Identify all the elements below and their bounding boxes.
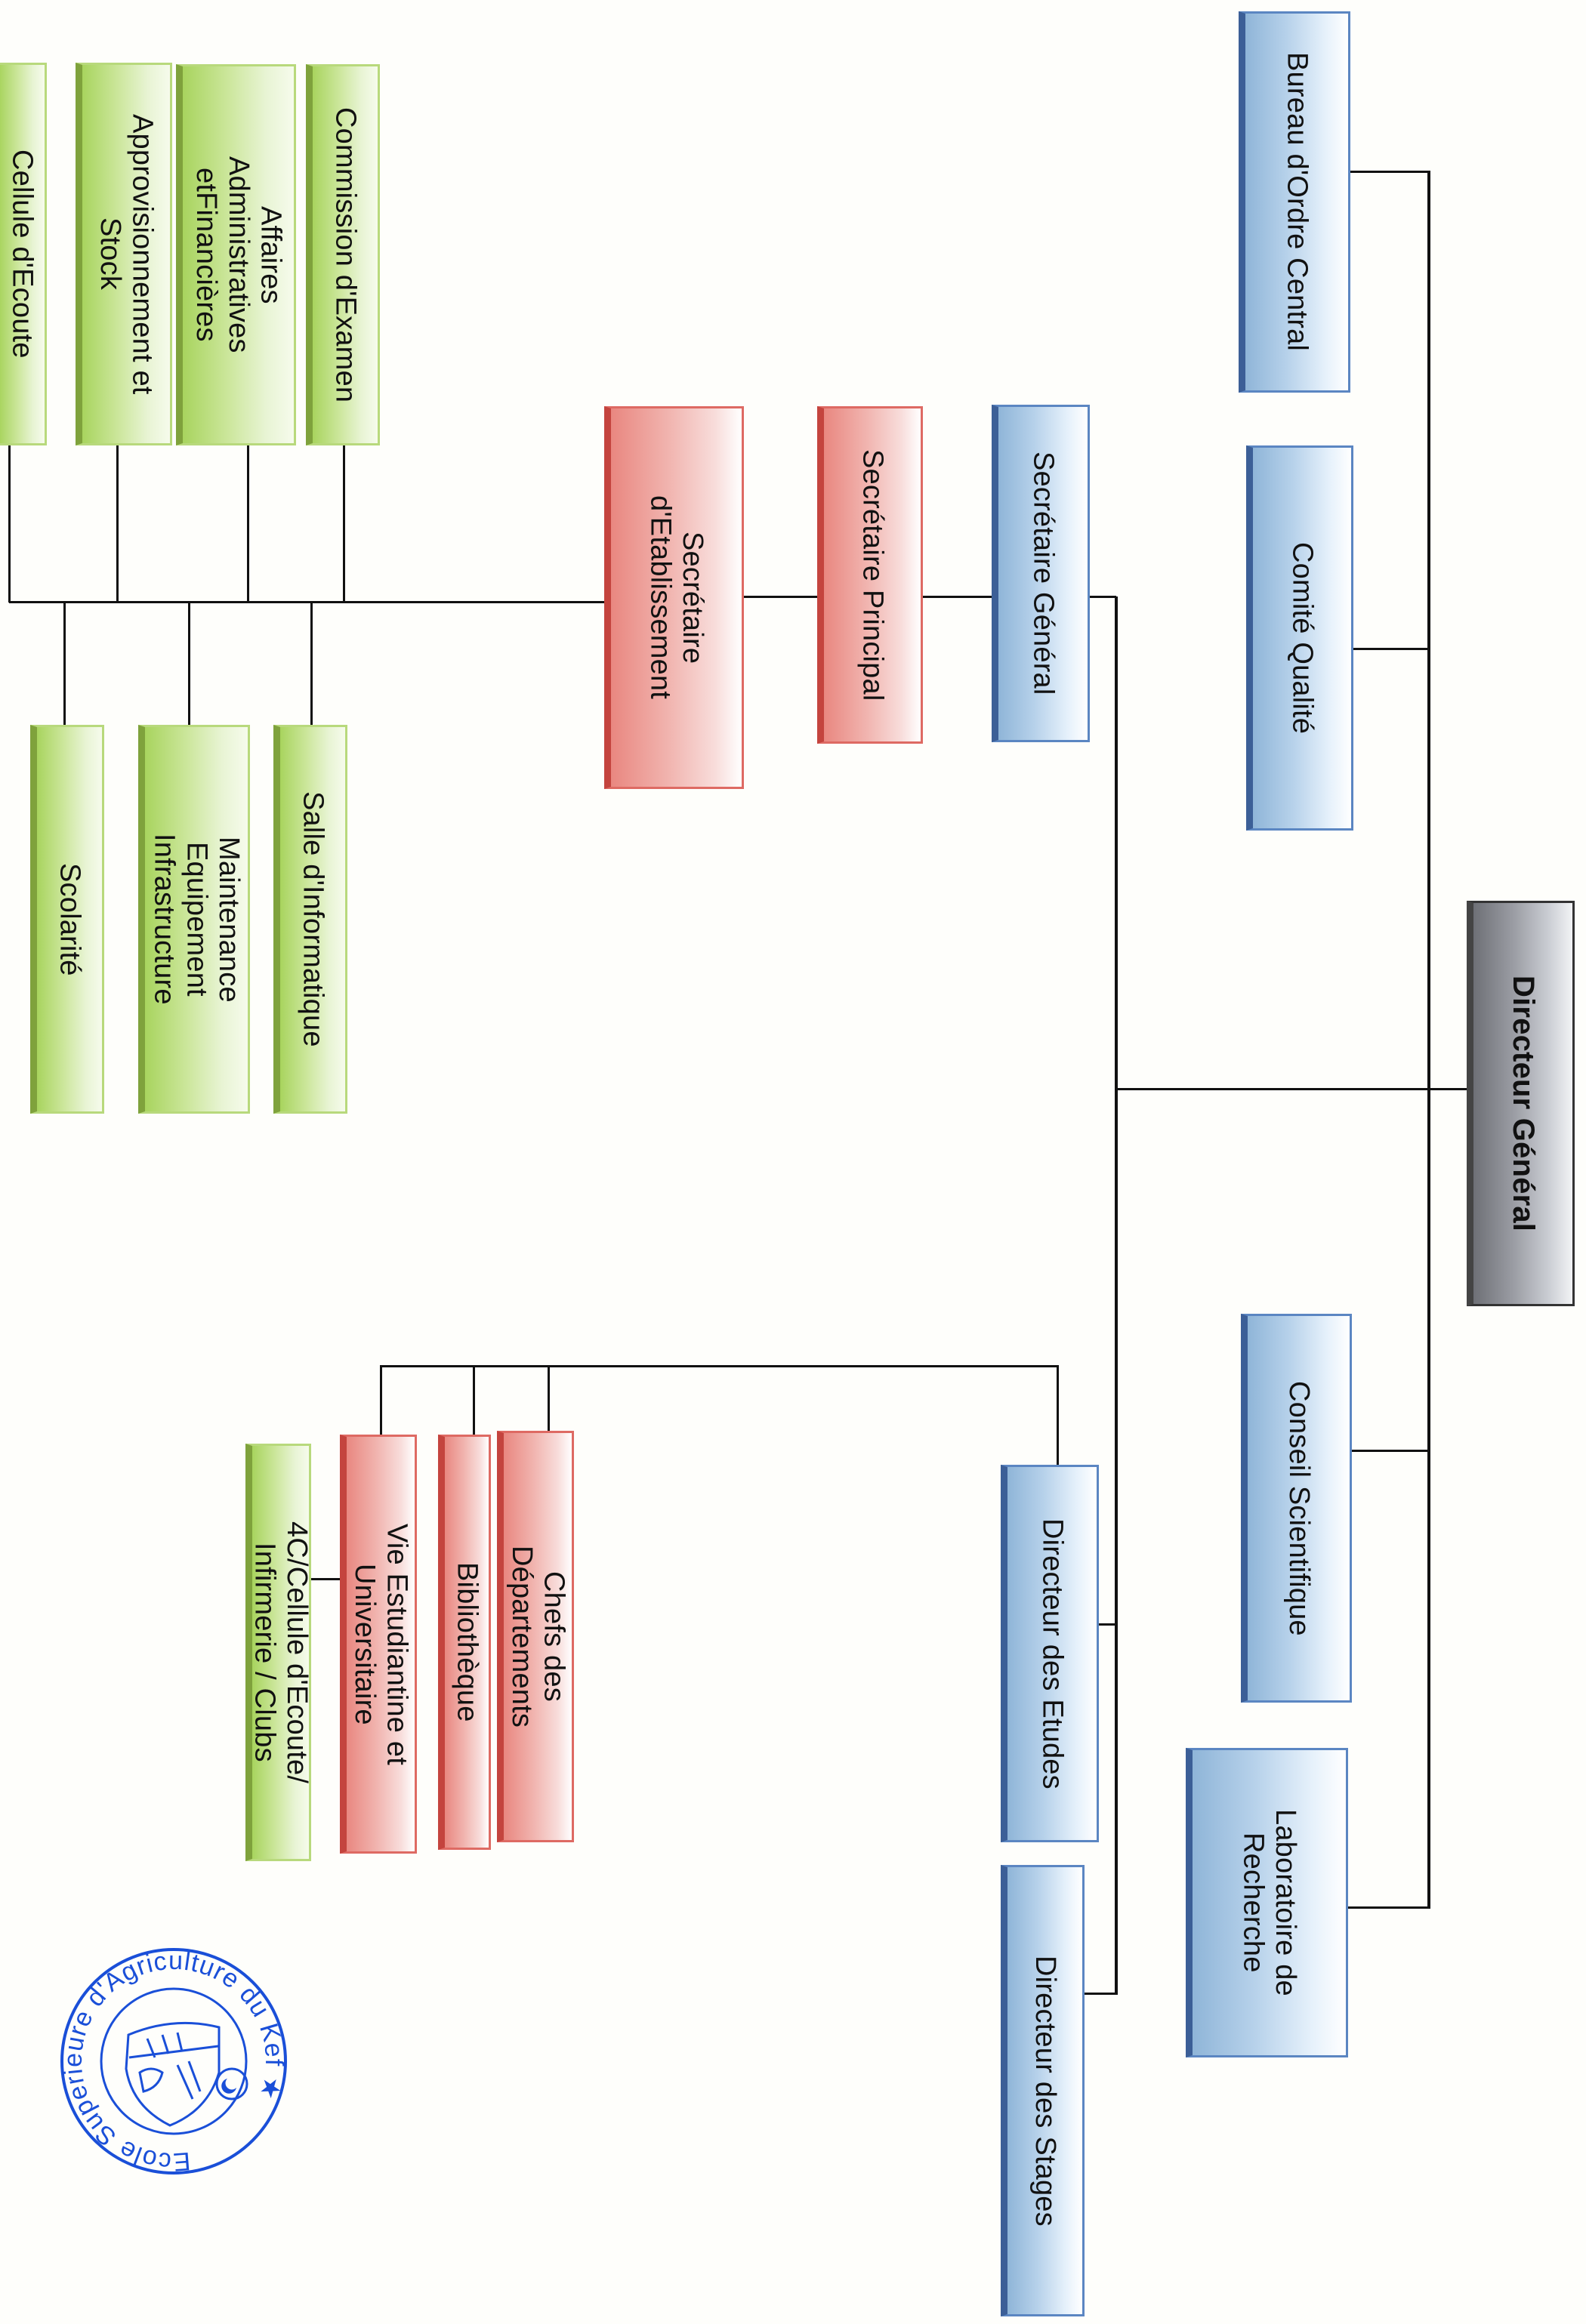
stamp-outer-ring	[60, 1948, 287, 2175]
node-label: 4C/Cellule d'Ecoute/ Infirmerie / Clubs	[248, 1521, 311, 1784]
connector-appro	[116, 445, 119, 603]
node-label: Secrétaire Principal	[856, 448, 889, 701]
node-directeur-general[interactable]: Directeur Général	[1467, 901, 1575, 1306]
connector-etudes	[1099, 1623, 1116, 1626]
node-secretaire-etablissement[interactable]: Secrétaire d'Etablissement	[604, 406, 744, 789]
node-label: Approvisionnement et Stock	[94, 113, 159, 395]
connector-commission	[343, 445, 345, 603]
connector-comite	[1353, 648, 1429, 650]
node-directeur-etudes[interactable]: Directeur des Etudes	[1001, 1465, 1099, 1842]
node-label: Bibliothèque	[451, 1562, 483, 1722]
node-vie-estudiantine[interactable]: Vie Estudiantine et Universitaire	[340, 1435, 417, 1854]
node-scolarite[interactable]: Scolarité	[30, 725, 104, 1114]
node-commission-examen[interactable]: Commission d'Examen	[306, 64, 380, 445]
node-label: Vie Estudiantine et Universitaire	[349, 1523, 413, 1765]
connector-sp-se	[744, 596, 817, 598]
node-label: Affaires Administratives etFinancières	[190, 156, 287, 353]
connector-dg	[1116, 1088, 1468, 1090]
connector-middle-spine	[1115, 596, 1118, 1995]
node-label: Commission d'Examen	[329, 106, 362, 403]
connector-conseil	[1352, 1450, 1429, 1452]
node-conseil-scientifique[interactable]: Conseil Scientifique	[1241, 1314, 1352, 1703]
connector-bureau	[1350, 171, 1429, 173]
connector-etudes-drop	[1057, 1365, 1059, 1466]
node-affaires-admin[interactable]: Affaires Administratives etFinancières	[176, 64, 296, 445]
node-label: Secrétaire Général	[1027, 452, 1060, 695]
node-label: Directeur des Stages	[1029, 1955, 1061, 2227]
node-label: Salle d'Informatique	[297, 791, 329, 1047]
node-secretaire-general[interactable]: Secrétaire Général	[992, 405, 1090, 742]
node-label: Laboratoire de Recherche	[1237, 1809, 1302, 1996]
node-chefs-departements[interactable]: Chefs des Départements	[497, 1431, 574, 1842]
node-directeur-stages[interactable]: Directeur des Stages	[1001, 1865, 1085, 2316]
node-label: Scolarité	[54, 862, 86, 976]
connector-vie-4c	[311, 1578, 341, 1580]
official-stamp: Ecole Superieure d'Agriculture du Kef ★	[57, 1944, 291, 2178]
connector-right-spine	[1427, 171, 1430, 1909]
node-laboratoire[interactable]: Laboratoire de Recherche	[1186, 1748, 1348, 2057]
connector-affaires	[247, 445, 249, 603]
node-maintenance[interactable]: Maintenance Equipement Infrastructure	[138, 725, 250, 1114]
connector-sg-sp	[923, 596, 992, 598]
stamp-text: Ecole Superieure d'Agriculture du Kef ★	[57, 1944, 291, 2178]
connector-labo	[1348, 1906, 1429, 1909]
node-cellule-ecoute[interactable]: Cellule d'Ecoute	[0, 63, 47, 445]
connector-scolarite	[63, 602, 66, 726]
node-approvisionnement[interactable]: Approvisionnement et Stock	[76, 63, 172, 445]
connector-etudes-bus	[380, 1365, 1058, 1367]
node-cellule-4c[interactable]: 4C/Cellule d'Ecoute/ Infirmerie / Clubs	[245, 1444, 311, 1861]
connector-green-bus	[9, 601, 606, 603]
node-label: Directeur Général	[1506, 975, 1540, 1232]
node-secretaire-principal[interactable]: Secrétaire Principal	[817, 406, 923, 744]
connector-biblio	[473, 1365, 475, 1435]
connector-chefs	[548, 1365, 550, 1432]
node-label: Maintenance Equipement Infrastructure	[148, 834, 245, 1005]
node-label: Chefs des Départements	[506, 1545, 570, 1728]
node-label: Secrétaire d'Etablissement	[644, 495, 709, 700]
connector-maintenance	[188, 602, 190, 726]
node-salle-informatique[interactable]: Salle d'Informatique	[273, 725, 347, 1114]
node-label: Cellule d'Ecoute	[6, 149, 39, 359]
connector-salle	[310, 602, 313, 726]
node-label: Conseil Scientifique	[1282, 1380, 1315, 1636]
node-comite-qualite[interactable]: Comité Qualité	[1246, 445, 1353, 831]
node-bibliotheque[interactable]: Bibliothèque	[438, 1435, 491, 1850]
stamp-emblem-icon	[125, 2021, 248, 2127]
node-label: Comité Qualité	[1286, 541, 1319, 735]
node-label: Directeur des Etudes	[1036, 1518, 1069, 1789]
node-label: Bureau d'Ordre Central	[1281, 52, 1313, 352]
connector-cellule	[8, 445, 11, 603]
connector-stages	[1085, 1993, 1116, 1995]
stamp-inner-ring	[100, 1987, 248, 2135]
connector-sg	[1090, 596, 1116, 598]
node-bureau-ordre[interactable]: Bureau d'Ordre Central	[1239, 11, 1350, 393]
connector-vie	[380, 1365, 382, 1435]
